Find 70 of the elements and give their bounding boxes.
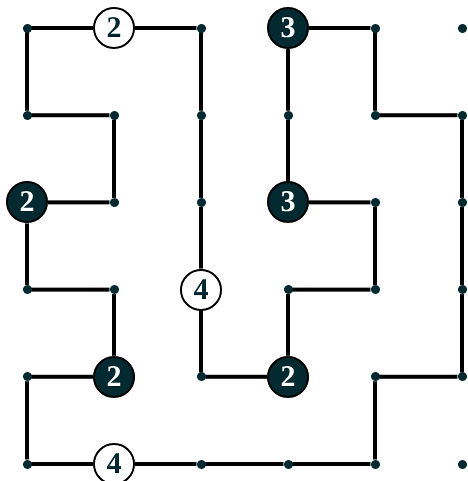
- line-segment: [460, 294, 464, 372]
- line-segment: [380, 113, 458, 118]
- grid-dot: [284, 460, 292, 468]
- grid-dot: [110, 198, 118, 207]
- line-segment: [199, 120, 203, 198]
- grid-dot: [22, 110, 32, 120]
- grid-dot: [22, 24, 32, 32]
- grid-dot: [458, 110, 466, 120]
- line-segment: [292, 462, 370, 466]
- line-segment: [135, 26, 196, 30]
- line-segment: [286, 49, 290, 111]
- grid-dot: [196, 198, 206, 207]
- line-segment: [112, 120, 116, 198]
- number-circle: 2: [93, 356, 135, 398]
- number-circle: 4: [93, 443, 135, 481]
- grid-dot: [196, 372, 206, 382]
- line-segment: [32, 288, 110, 292]
- line-segment: [292, 288, 370, 292]
- line-segment: [32, 462, 93, 466]
- grid-dot: [370, 285, 380, 294]
- grid-dot: [284, 285, 292, 294]
- line-segment: [309, 26, 370, 30]
- grid-dot: [370, 460, 380, 468]
- grid-dot: [370, 372, 380, 382]
- grid-dot: [370, 110, 380, 120]
- number-circle: 2: [6, 181, 48, 224]
- line-segment: [48, 200, 110, 204]
- number-circle: 3: [267, 181, 309, 224]
- line-segment: [25, 381, 29, 460]
- grid-dot: [196, 110, 206, 120]
- line-segment: [135, 462, 196, 466]
- line-segment: [32, 26, 93, 30]
- line-segment: [373, 381, 377, 460]
- line-segment: [32, 374, 93, 379]
- line-segment: [25, 223, 29, 286]
- grid-dot: [22, 285, 32, 294]
- line-segment: [373, 206, 377, 286]
- grid-dot: [284, 110, 292, 120]
- grid-dot: [196, 24, 206, 32]
- line-segment: [460, 120, 464, 198]
- line-segment: [206, 462, 284, 466]
- line-segment: [112, 294, 116, 356]
- grid-dot: [22, 372, 32, 382]
- line-segment: [199, 310, 203, 372]
- line-segment: [199, 206, 203, 269]
- grid-dot: [22, 460, 32, 468]
- grid-dot: [110, 285, 118, 294]
- grid-dot: [458, 372, 466, 382]
- grid-dot: [196, 460, 206, 468]
- line-segment: [309, 200, 370, 204]
- number-circle: 4: [180, 268, 222, 311]
- grid-dot: [458, 285, 466, 294]
- grid-dot: [370, 24, 380, 32]
- number-circle: 2: [267, 356, 309, 398]
- number-circle: 3: [267, 7, 309, 49]
- line-segment: [373, 32, 377, 111]
- line-segment: [199, 32, 203, 111]
- line-segment: [25, 32, 29, 111]
- line-segment: [460, 206, 464, 286]
- grid-dot: [370, 198, 380, 207]
- line-segment: [32, 113, 110, 118]
- grid-dot: [458, 24, 466, 32]
- line-segment: [286, 120, 290, 182]
- grid-dot: [110, 110, 118, 120]
- grid-dot: [458, 460, 466, 468]
- line-segment: [286, 294, 290, 356]
- line-segment: [380, 374, 458, 379]
- number-circle: 2: [93, 7, 135, 49]
- grid-dot: [458, 198, 466, 207]
- line-segment: [206, 374, 267, 379]
